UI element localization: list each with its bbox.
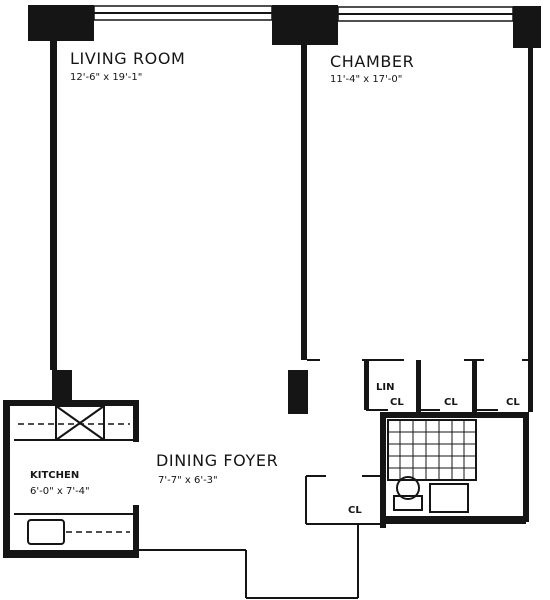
foyer-closet — [305, 475, 386, 525]
living-room-label: LIVING ROOM — [70, 49, 185, 68]
kitchen-label: KITCHEN — [30, 470, 79, 481]
toilet — [396, 476, 420, 500]
top-wall — [28, 5, 541, 48]
closet-label-1: CL — [390, 397, 404, 408]
closet-label-2: CL — [444, 397, 458, 408]
kitchen-sink — [27, 519, 65, 545]
linen-closet-label: LIN — [376, 382, 394, 393]
chamber-label: CHAMBER — [330, 52, 414, 71]
bathroom-sink — [429, 483, 469, 513]
bathtub — [387, 419, 477, 481]
kitchen-dims: 6'-0" x 7'-4" — [30, 486, 90, 497]
dining-foyer-label: DINING FOYER — [156, 451, 278, 470]
chamber-closets — [307, 359, 533, 412]
kitchen — [3, 400, 139, 558]
dining-foyer-dims: 7'-7" x 6'-3" — [158, 475, 218, 486]
chamber-right-wall — [528, 40, 533, 360]
kitchen-range — [55, 405, 105, 441]
living-chamber-wall — [301, 40, 307, 360]
living-room-dims: 12'-6" x 19'-1" — [70, 72, 142, 83]
closet-label-3: CL — [506, 397, 520, 408]
living-room-left-wall — [50, 40, 57, 370]
closet-label-4: CL — [348, 505, 362, 516]
bathroom — [380, 412, 529, 528]
chamber-dims: 11'-4" x 17'-0" — [330, 74, 402, 85]
